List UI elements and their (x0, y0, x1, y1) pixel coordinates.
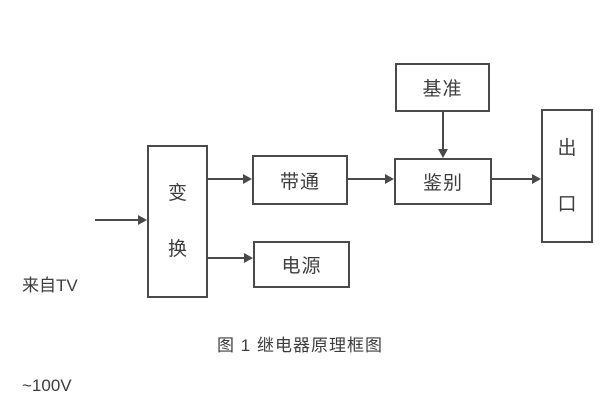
block-outlet: 出 口 (541, 109, 593, 243)
block-outlet-char2: 口 (557, 193, 577, 215)
figure-caption: 图 1 继电器原理框图 (217, 336, 383, 355)
connector-transform-to-power (208, 257, 247, 259)
block-bandpass: 带通 (252, 155, 348, 205)
connector-reference-to-discriminator (442, 112, 444, 151)
block-outlet-char1: 出 (557, 137, 577, 159)
block-bandpass-label: 带通 (279, 171, 320, 193)
connector-transform-to-bandpass (208, 178, 246, 180)
input-voltage-line2: ~100V (22, 375, 72, 395)
block-power: 电源 (253, 241, 350, 288)
connector-bandpass-to-discriminator (348, 178, 388, 180)
input-source-line1: 来自TV (22, 276, 78, 296)
arrowhead-into-power-icon (244, 253, 253, 263)
block-reference-label: 基准 (422, 79, 463, 100)
block-power-label: 电源 (281, 256, 322, 277)
block-transform-char1: 变 (167, 183, 187, 204)
arrowhead-into-transform-icon (138, 215, 147, 225)
block-transform-char2: 换 (167, 239, 187, 260)
arrowhead-into-outlet-icon (532, 174, 541, 184)
block-discriminator: 鉴别 (394, 158, 492, 205)
block-discriminator-label: 鉴别 (422, 173, 463, 194)
arrowhead-reference-down-icon (438, 149, 448, 158)
connector-discriminator-to-outlet (492, 178, 535, 180)
block-reference: 基准 (395, 63, 490, 112)
arrowhead-into-discriminator-icon (385, 174, 394, 184)
arrowhead-into-bandpass-icon (243, 174, 252, 184)
input-source-label: 来自TV ~100V (22, 203, 78, 400)
connector-input-to-transform (95, 219, 140, 221)
block-transform: 变 换 (147, 145, 208, 298)
